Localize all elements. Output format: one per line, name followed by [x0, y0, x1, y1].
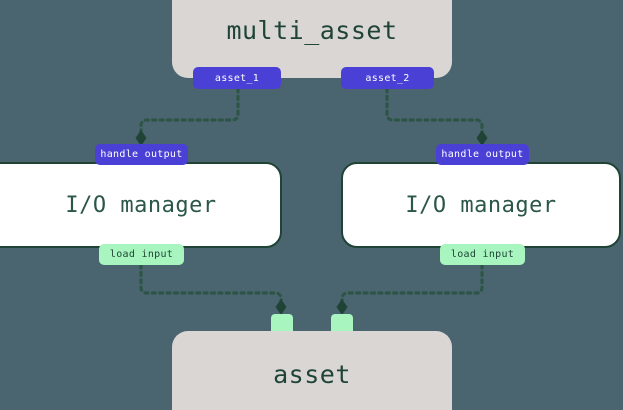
badge-handle-output-right-label: handle output [441, 149, 524, 160]
badge-handle-output-right[interactable]: handle output [436, 144, 529, 165]
node-io-manager-right[interactable]: I/O manager [341, 162, 621, 248]
badge-load-input-left[interactable]: load input [99, 244, 184, 265]
arrowhead-asset-handle-left [275, 299, 287, 315]
badge-asset-1-label: asset_1 [214, 72, 260, 84]
node-asset-label: asset [273, 359, 351, 389]
badge-handle-output-left[interactable]: handle output [95, 144, 188, 165]
node-multi-asset-label: multi_asset [226, 15, 398, 45]
node-io-manager-left[interactable]: I/O manager [0, 162, 282, 248]
node-io-manager-right-label: I/O manager [405, 192, 557, 218]
edge-asset1-to-handle-output-left [139, 87, 240, 138]
edge-load-input-left-to-asset-handle-left [139, 263, 283, 307]
node-asset[interactable]: asset [172, 331, 452, 410]
arrowhead-asset-handle-right [336, 299, 348, 315]
asset-handle-right[interactable] [331, 314, 353, 336]
edge-load-input-right-to-asset-handle-right [340, 263, 484, 307]
badge-load-input-left-label: load input [109, 249, 174, 260]
badge-asset-2[interactable]: asset_2 [341, 67, 434, 89]
badge-handle-output-left-label: handle output [100, 149, 183, 160]
badge-asset-1[interactable]: asset_1 [193, 67, 281, 89]
badge-load-input-right[interactable]: load input [440, 244, 525, 265]
badge-asset-2-label: asset_2 [365, 72, 410, 84]
node-io-manager-left-label: I/O manager [65, 192, 217, 218]
asset-handle-left[interactable] [271, 314, 293, 336]
node-multi-asset[interactable]: multi_asset [172, 0, 452, 78]
edge-asset2-to-handle-output-right [385, 87, 484, 138]
badge-load-input-right-label: load input [450, 249, 515, 260]
